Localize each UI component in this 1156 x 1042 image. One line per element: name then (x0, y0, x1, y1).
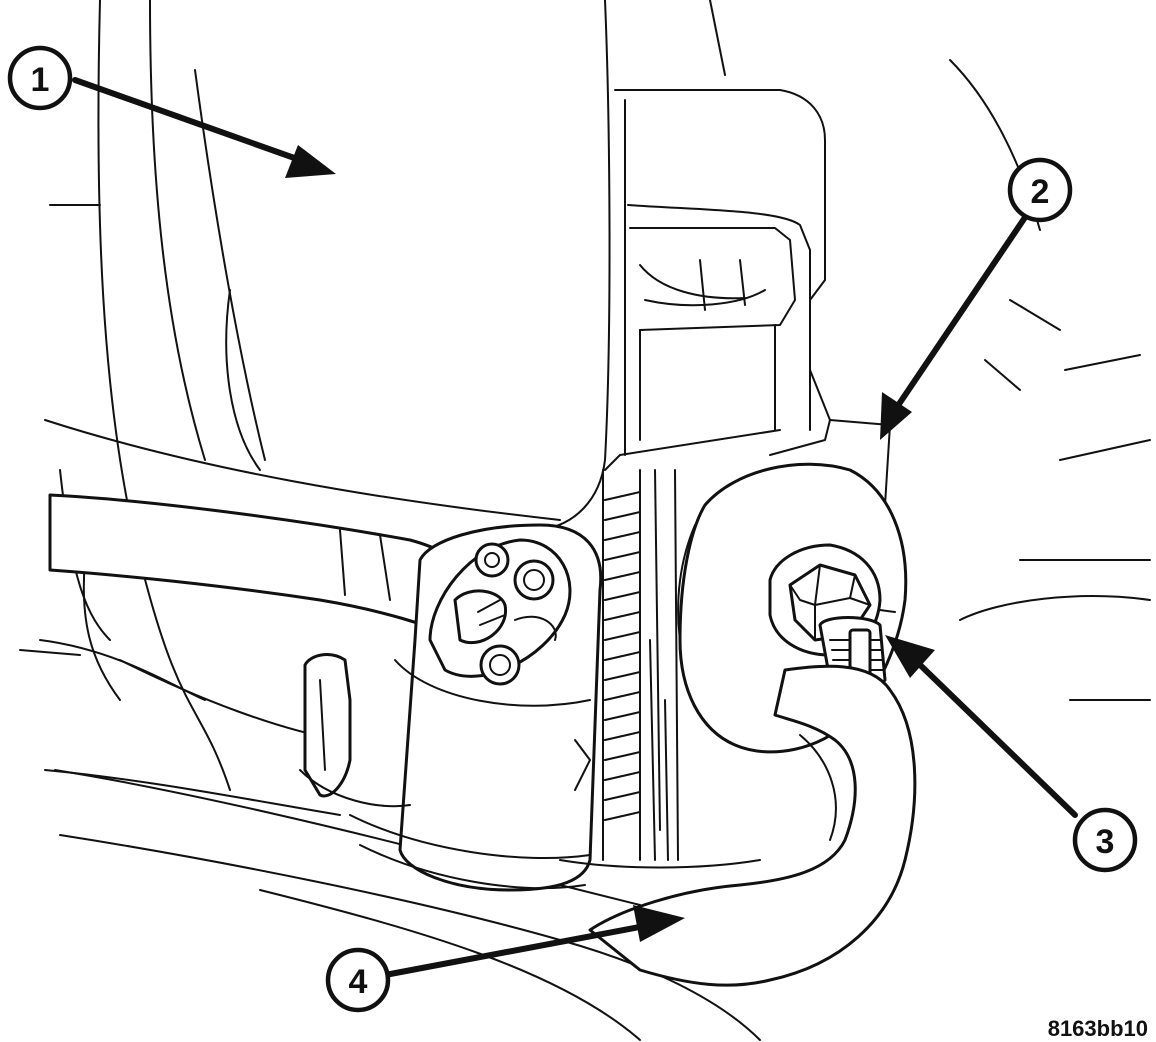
upper-hose (48, 493, 477, 642)
callout-4: 4 (325, 947, 391, 1013)
lower-hose (559, 664, 917, 987)
callout-1-circle (7, 45, 73, 111)
callout-2: 2 (1007, 157, 1073, 223)
callout-3: 3 (1072, 807, 1138, 873)
figure-id-label: 8163bb10 (1048, 1016, 1148, 1041)
receiver-drier (299, 523, 603, 892)
callout-4-circle (325, 947, 391, 1013)
callout-leaders (72, 77, 1078, 978)
callout-3-number: 3 (1096, 823, 1115, 861)
callout-2-circle (1007, 157, 1073, 223)
callout-4-number: 4 (349, 963, 368, 1001)
callout-1: 1 (7, 45, 73, 111)
callout-2-number: 2 (1031, 173, 1050, 211)
callout-3-circle (1072, 807, 1138, 873)
callout-1-number: 1 (31, 61, 50, 99)
